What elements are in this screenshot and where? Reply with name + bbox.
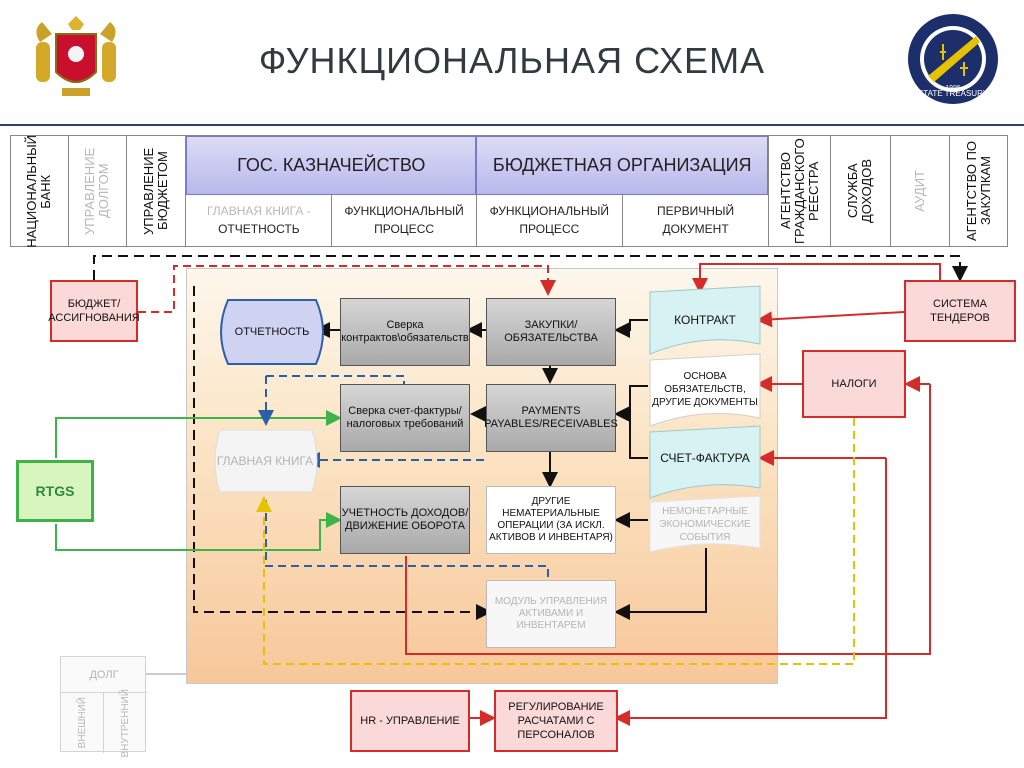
recon-contracts-box: Сверка контрактов\обязательств — [340, 298, 470, 366]
state-treasury-seal: STATE TREASURY 1995 — [906, 12, 1000, 106]
internal-debt-col: ВНУТРЕННИЙ — [120, 688, 131, 758]
georgia-coat-of-arms-logo — [22, 12, 130, 104]
page-title: ФУНКЦИОНАЛЬНАЯ СХЕМА — [258, 40, 766, 81]
asset-module-box: МОДУЛЬ УПРАВЛЕНИЯ АКТИВАМИ И ИНВЕНТАРЕМ — [486, 580, 616, 648]
basis-documents-doc: ОСНОВА ОБЯЗАТЕЛЬСТВ, ДРУГИЕ ДОКУМЕНТЫ — [652, 370, 758, 408]
document-stack: КОНТРАКТ ОСНОВА ОБЯЗАТЕЛЬСТВ, ДРУГИЕ ДОК… — [648, 282, 762, 552]
general-ledger-label: ГЛАВНАЯ КНИГА — [216, 453, 314, 468]
reporting-storage: ОТЧЕТНОСТЬ — [212, 298, 332, 366]
debt-label: ДОЛГ — [61, 657, 147, 693]
tender-system-box: СИСТЕМА ТЕНДЕРОВ — [904, 280, 1016, 342]
general-ledger-storage: ГЛАВНАЯ КНИГА — [206, 428, 324, 494]
col-budget-management: УПРАВЛЕНИЕ БЮДЖЕТОМ — [127, 136, 187, 246]
sub-functional-process-2: ФУНКЦИОНАЛЬНЫЙ ПРОЦЕСС — [477, 194, 623, 246]
revenue-accounting-box: УЧЕТНОСТЬ ДОХОДОВ/ДВИЖЕНИЕ ОБОРОТА — [340, 486, 470, 554]
col-audit: АУДИТ — [891, 136, 951, 246]
debt-block: ДОЛГ ВНЕШНИЙ ВНУТРЕННИЙ — [60, 656, 147, 758]
top-divider — [0, 124, 1024, 126]
col-national-bank: НАЦИОНАЛЬНЫЙ БАНК — [11, 135, 69, 247]
col-debt-management: УПРАВЛЕНИЕ ДОЛГОМ — [69, 136, 127, 246]
budget-org-header: БЮДЖЕТНАЯ ОРГАНИЗАЦИЯ — [476, 136, 769, 195]
recon-invoices-box: Сверка счет-фактуры/налоговых требований — [340, 384, 470, 452]
sub-functional-process-1: ФУНКЦИОНАЛЬНЫЙ ПРОЦЕСС — [332, 194, 477, 246]
header-table: НАЦИОНАЛЬНЫЙ БАНК УПРАВЛЕНИЕ ДОЛГОМ УПРА… — [10, 135, 1008, 247]
rtgs-box: RTGS — [16, 460, 94, 522]
sub-primary-document: ПЕРВИЧНЫЙ ДОКУМЕНТ — [656, 204, 735, 237]
col-revenue-service: СЛУЖБА ДОХОДОВ — [831, 136, 891, 246]
invoice-doc: СЧЕТ-ФАКТУРА — [660, 450, 750, 465]
external-debt-col: ВНЕШНИЙ — [61, 693, 104, 753]
payments-box: PAYMENTS PAYABLES/RECEIVABLES — [484, 384, 618, 452]
col-civil-registry: АГЕНТСТВО ГРАЖДАНСКОГО РЕЕСТРА — [769, 136, 831, 246]
budget-allocation-box: БЮДЖЕТ/АССИГНОВАНИЯ — [48, 280, 140, 342]
header-center: ГОС. КАЗНАЧЕЙСТВО БЮДЖЕТНАЯ ОРГАНИЗАЦИЯ … — [186, 136, 770, 246]
contract-doc: КОНТРАКТ — [674, 312, 736, 327]
svg-text:1995: 1995 — [945, 85, 961, 92]
taxes-box: НАЛОГИ — [802, 350, 906, 418]
non-monetary-events-doc: НЕМОНЕТАРНЫЕ ЭКОНОМИЧЕСКИЕ СОБЫТИЯ — [659, 505, 751, 543]
treasury-header: ГОС. КАЗНАЧЕЙСТВО — [186, 136, 477, 195]
svg-text:STATE TREASURY: STATE TREASURY — [918, 89, 989, 98]
reporting-label: ОТЧЕТНОСТЬ — [234, 325, 310, 338]
hr-management-box: HR - УПРАВЛЕНИЕ — [350, 690, 470, 752]
procurement-box: ЗАКУПКИ/ОБЯЗАТЕЛЬСТВА — [486, 298, 616, 366]
payroll-box: РЕГУЛИРОВАНИЕ РАСЧАТАМИ С ПЕРСОНАЛОВ — [494, 690, 618, 752]
sub-ledger-reporting: ГЛАВНАЯ КНИГА -ОТЧЕТНОСТЬ — [186, 194, 333, 246]
other-operations-box: ДРУГИЕ НЕМАТЕРИАЛЬНЫЕ ОПЕРАЦИИ (ЗА ИСКЛ.… — [486, 486, 616, 554]
